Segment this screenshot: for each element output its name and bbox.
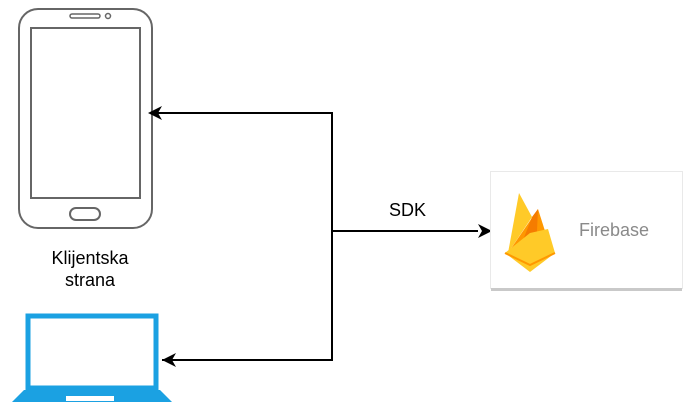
firebase-arrowhead bbox=[478, 224, 492, 238]
sdk-label: SDK bbox=[389, 200, 427, 220]
client-bus-line bbox=[152, 112, 333, 361]
firebase-card: Firebase bbox=[491, 172, 682, 288]
smartphone-icon bbox=[18, 8, 153, 229]
client-side-label-line-2: strana bbox=[64, 270, 116, 290]
client-side-label: Klijentska strana bbox=[20, 247, 160, 291]
client-side-label-line-1: Klijentska bbox=[51, 248, 129, 268]
laptop-arrowhead bbox=[162, 353, 176, 367]
firebase-flame-icon bbox=[504, 193, 556, 272]
laptop-icon bbox=[12, 313, 172, 402]
connector-lines bbox=[148, 106, 492, 367]
phone-arrowhead bbox=[148, 106, 162, 120]
firebase-name: Firebase bbox=[579, 220, 650, 240]
